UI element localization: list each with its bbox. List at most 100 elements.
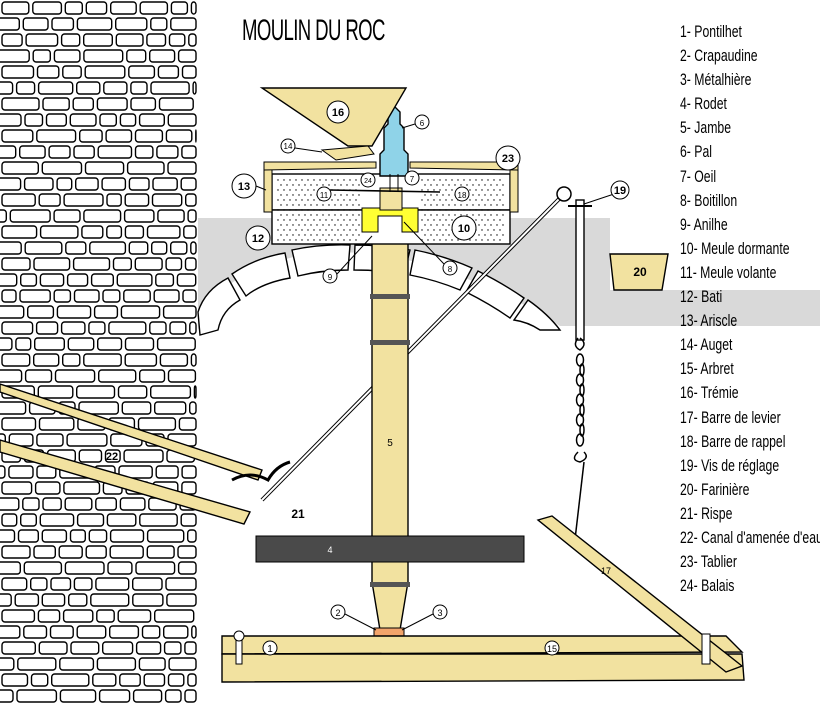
wall-stone	[59, 689, 97, 703]
wall-stone	[62, 65, 82, 79]
wall-stone	[83, 353, 122, 367]
wall-stone	[30, 577, 48, 591]
wall-stone	[168, 657, 197, 671]
fariniere	[609, 253, 669, 291]
wall-stone	[180, 177, 197, 191]
chain	[573, 337, 587, 463]
wall-stone	[115, 33, 144, 47]
wall-stone	[19, 145, 46, 159]
callout-18: 18	[458, 191, 467, 200]
wall-stone	[123, 449, 164, 463]
barre-de-rappel-rod	[573, 461, 585, 549]
wall-stone	[96, 337, 123, 351]
wall-stone	[34, 337, 66, 351]
legend-item: 5- Jambe	[680, 118, 732, 138]
wall-stone	[78, 401, 119, 415]
wall-stone	[156, 337, 196, 351]
wall-stone	[0, 401, 27, 415]
wall-stone	[82, 33, 113, 47]
wall-stone	[83, 209, 122, 223]
wall-stone	[166, 593, 197, 607]
wall-stone	[97, 145, 133, 159]
wall-stone	[75, 385, 116, 399]
wall-stone	[190, 241, 197, 255]
wall-stone	[150, 81, 190, 95]
wall-stone	[1, 577, 28, 591]
wall-stone	[168, 33, 186, 47]
wall-stone	[37, 81, 74, 95]
callout-20: 20	[633, 265, 647, 279]
wall-stone	[92, 673, 117, 687]
wall-stone	[146, 545, 175, 559]
callout-10: 10	[458, 223, 470, 235]
ariscle-band-highlight	[606, 290, 820, 326]
callout-3: 3	[437, 608, 442, 618]
wall-stone	[109, 529, 145, 543]
chain-link	[579, 403, 585, 417]
wall-stone	[177, 561, 197, 575]
legend-item: 14- Auget	[680, 335, 733, 355]
wall-stone	[0, 657, 15, 671]
wall-stone	[146, 529, 185, 543]
wall-stone	[49, 625, 74, 639]
wall-stone	[150, 241, 168, 255]
wall-stone	[96, 97, 128, 111]
wall-stone	[117, 385, 148, 399]
wall-stone	[181, 481, 197, 495]
wall-stone	[64, 561, 105, 575]
wall-stone	[0, 337, 13, 351]
diagram-title: MOULIN DU ROC	[242, 14, 385, 47]
wall-stone	[99, 113, 117, 127]
callout-24: 24	[364, 178, 372, 185]
wall-stone	[0, 49, 30, 63]
wall-stone	[180, 513, 197, 527]
wall-stone	[41, 161, 83, 175]
callout-19: 19	[614, 185, 626, 197]
tablier-left	[263, 161, 377, 171]
wall-stone	[151, 193, 183, 207]
wall-stone	[153, 609, 195, 623]
chain-link	[575, 433, 585, 447]
wall-stone	[149, 385, 192, 399]
chain-link	[579, 423, 585, 437]
vis-de-reglage	[575, 199, 585, 341]
wall-stone	[135, 561, 176, 575]
wall-stone	[1, 673, 29, 687]
wall-stone	[107, 561, 133, 575]
wall-stone	[54, 369, 96, 383]
wall-stone	[67, 337, 95, 351]
wall-stone	[0, 529, 16, 543]
shaft-ring	[370, 582, 410, 587]
wall-stone	[0, 145, 17, 159]
wall-stone	[177, 49, 197, 63]
wall-stone	[24, 113, 44, 127]
wall-stone	[190, 353, 197, 367]
wall-stone	[118, 465, 153, 479]
callout-13: 13	[238, 181, 250, 193]
wall-stone	[37, 385, 74, 399]
callout-4: 4	[327, 545, 332, 555]
wall-stone	[123, 209, 155, 223]
callout-14: 14	[284, 142, 293, 151]
wall-stone	[1, 65, 35, 79]
wall-stone	[119, 673, 141, 687]
wall-stone	[108, 625, 140, 639]
wall-stone	[45, 113, 67, 127]
legend-item: 16- Trémie	[680, 383, 739, 403]
wall-stone	[112, 257, 132, 271]
wall-stone	[39, 273, 65, 287]
wall-stone	[1, 353, 31, 367]
wall-stone	[139, 1, 169, 15]
wall-stone	[191, 625, 197, 639]
wall-stone	[123, 289, 151, 303]
wall-stone	[181, 465, 197, 479]
wall-stone	[59, 657, 95, 671]
wall-stone	[183, 225, 197, 239]
wall-stone	[76, 625, 107, 639]
legend-item: 4- Rodet	[680, 94, 727, 114]
wall-stone	[157, 209, 185, 223]
wall-stone	[163, 641, 182, 655]
wall-stone	[14, 593, 40, 607]
wall-stone	[32, 1, 63, 15]
